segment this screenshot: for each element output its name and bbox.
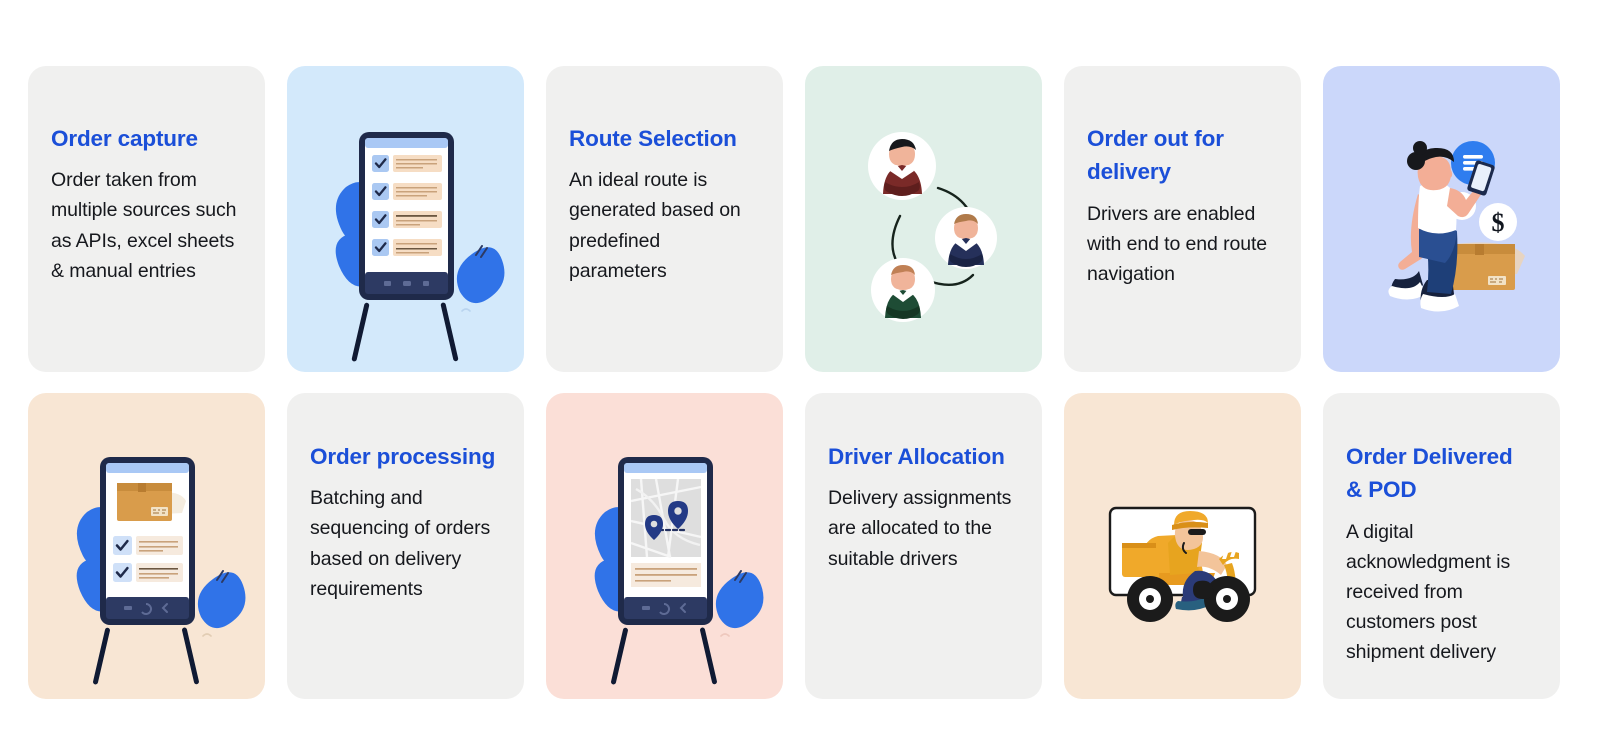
phone-parcel-checklist-illustration [28, 393, 265, 699]
card-phone-map-route[interactable] [546, 393, 783, 699]
card-title: Route Selection [569, 126, 737, 151]
phone-checklist-illustration [287, 66, 524, 372]
card-delivery-scooter[interactable] [1064, 393, 1301, 699]
card-order-capture[interactable]: Order capture Order taken from multiple … [28, 66, 265, 372]
scooter-rider-illustration [1064, 393, 1301, 699]
card-title: Order processing [310, 444, 496, 469]
phone-map-pins-illustration [546, 393, 783, 699]
card-row-1: Order capture Order taken from multiple … [28, 66, 1600, 372]
card-order-out-for-delivery[interactable]: Order out for delivery Drivers are enabl… [1064, 66, 1301, 372]
svg-text:$: $ [1492, 208, 1505, 237]
card-phone-checklist[interactable] [287, 66, 524, 372]
card-order-delivered-pod[interactable]: Order Delivered & POD A digital acknowle… [1323, 393, 1560, 699]
card-title: Order Delivered & POD [1346, 444, 1513, 503]
card-body: A digital acknowledgment is received fro… [1346, 520, 1511, 664]
card-order-processing[interactable]: Order processing Batching and sequencing… [287, 393, 524, 699]
woman-phone-parcel-illustration: $ $ [1323, 66, 1560, 372]
card-body: Batching and sequencing of orders based … [310, 487, 491, 600]
card-body: An ideal route is generated based on pre… [569, 169, 741, 282]
card-title: Order out for delivery [1087, 126, 1224, 185]
card-phone-parcel-checklist[interactable] [28, 393, 265, 699]
card-driver-network[interactable] [805, 66, 1042, 372]
card-customer-payment[interactable]: $ $ [1323, 66, 1560, 372]
card-row-2: Order processing Batching and sequencing… [28, 393, 1600, 699]
card-title: Driver Allocation [828, 444, 1005, 469]
card-route-selection[interactable]: Route Selection An ideal route is genera… [546, 66, 783, 372]
card-body: Delivery assignments are allocated to th… [828, 487, 1012, 570]
three-drivers-network-illustration [805, 66, 1042, 372]
card-body: Drivers are enabled with end to end rout… [1087, 202, 1268, 285]
card-driver-allocation[interactable]: Driver Allocation Delivery assignments a… [805, 393, 1042, 699]
card-title: Order capture [51, 126, 198, 151]
card-body: Order taken from multiple sources such a… [51, 169, 237, 282]
